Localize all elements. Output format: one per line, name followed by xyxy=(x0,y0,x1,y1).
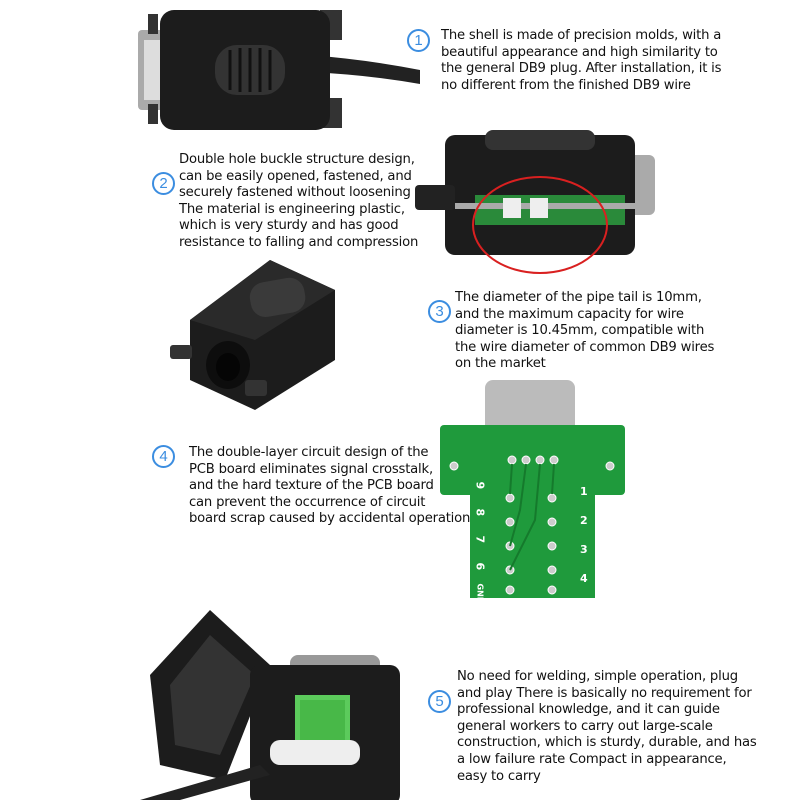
feature-text-3: The diameter of the pipe tail is 10mm, a… xyxy=(455,290,715,372)
feature-number-4: 4 xyxy=(152,445,175,468)
feature-text-5: No need for welding, simple operation, p… xyxy=(457,669,757,784)
pcb-label: 5 xyxy=(580,601,588,614)
feature-number-1: 1 xyxy=(407,29,430,52)
feature-text-1: The shell is made of precision molds, wi… xyxy=(441,28,722,93)
feature-number-5: 5 xyxy=(428,690,451,713)
pcb-board-image: 9 8 7 6 GND 1 2 3 4 5 xyxy=(440,380,630,614)
pcb-label: 2 xyxy=(580,514,588,527)
pcb-label: 3 xyxy=(580,543,588,556)
feature-text-4: The double-layer circuit design of the P… xyxy=(189,445,471,527)
feature-number-2: 2 xyxy=(152,172,175,195)
pcb-label: 4 xyxy=(580,572,588,585)
plug-and-play-image xyxy=(140,610,400,800)
pcb-lower xyxy=(470,480,595,598)
pipe-tail-shell-image xyxy=(170,260,335,410)
db9-shell-closed-image xyxy=(138,10,420,130)
feature-number-3: 3 xyxy=(428,300,451,323)
feature-text-2: Double hole buckle structure design, can… xyxy=(179,152,419,250)
buckle-detail-image xyxy=(415,130,655,274)
pcb-label: 1 xyxy=(580,485,588,498)
